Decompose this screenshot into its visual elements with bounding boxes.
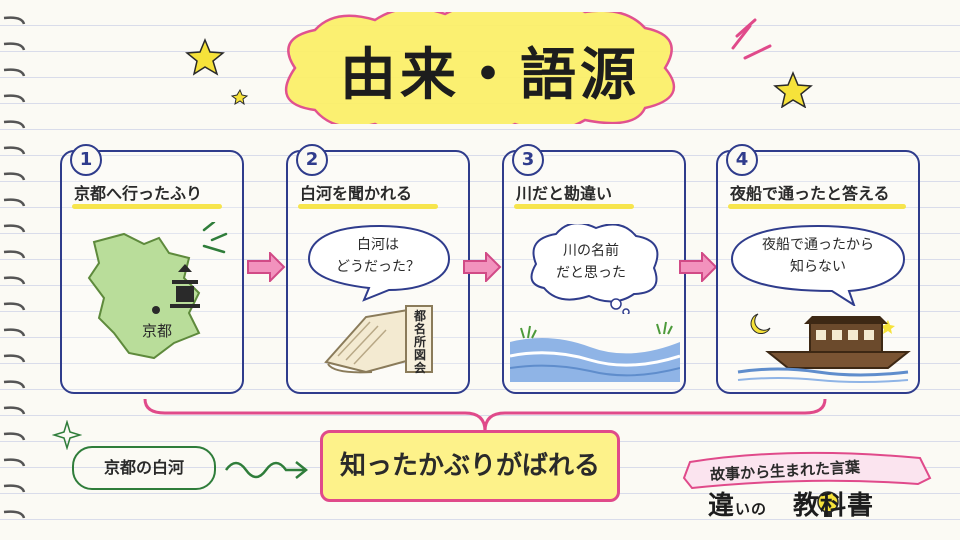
- night-boat-icon: [737, 313, 911, 383]
- step-number: 2: [296, 144, 328, 176]
- bubble-text: 川の名前だと思った: [556, 243, 626, 281]
- kyoto-map-icon: [87, 222, 228, 360]
- sparkle-icon: [731, 18, 813, 108]
- step-title: 夜船で通ったと答える: [730, 184, 890, 203]
- notebook-rings: [3, 16, 26, 519]
- brand-banner: [682, 451, 932, 517]
- title-underline: [728, 204, 906, 209]
- bubble-text: 夜船で通ったから知らない: [762, 237, 874, 275]
- speech-bubble: [307, 224, 451, 302]
- arrow-right-icon: [247, 252, 286, 282]
- step-title: 川だと勘違い: [516, 184, 613, 203]
- step-2-card: 2 白河を聞かれる 白河はどうだった？ 都名所図会: [286, 144, 470, 394]
- arrow-right-icon: [679, 252, 718, 282]
- step-number: 4: [726, 144, 758, 176]
- page-title: 由来・語源: [340, 43, 640, 108]
- star-icon: [185, 38, 249, 105]
- step-number: 1: [70, 144, 102, 176]
- bubble-text: 白河はどうだった？: [336, 237, 420, 275]
- step-number: 3: [512, 144, 544, 176]
- title-underline: [298, 204, 438, 209]
- step-title: 京都へ行ったふり: [74, 184, 203, 203]
- brand-name: 違いの教科書: [708, 491, 875, 521]
- swirl-arrow-icon: [224, 461, 309, 479]
- scroll-book-icon: [324, 305, 433, 374]
- speech-bubble: [730, 224, 906, 306]
- step-title: 白河を聞かれる: [300, 184, 413, 203]
- map-label: 京都: [142, 322, 173, 340]
- conclusion-box: 知ったかぶりがばれる: [320, 430, 620, 502]
- river-icon: [510, 321, 680, 382]
- title-underline: [72, 204, 222, 209]
- sparkle-icon: [52, 420, 82, 450]
- brace-connector: [143, 398, 827, 432]
- step-4-card: 4 夜船で通ったと答える 夜船で通ったから知らない: [716, 144, 920, 394]
- scroll-text: 都名所図会: [414, 309, 427, 375]
- step-3-card: 3 川だと勘違い 川の名前だと思った: [502, 144, 686, 394]
- thought-bubble: [530, 224, 659, 314]
- title-underline: [514, 204, 634, 209]
- kyoto-shirakawa-label: 京都の白河: [72, 446, 216, 490]
- title-cloud: [284, 12, 676, 124]
- step-1-card: 1 京都へ行ったふり 京都: [60, 144, 244, 394]
- arrow-right-icon: [463, 252, 502, 282]
